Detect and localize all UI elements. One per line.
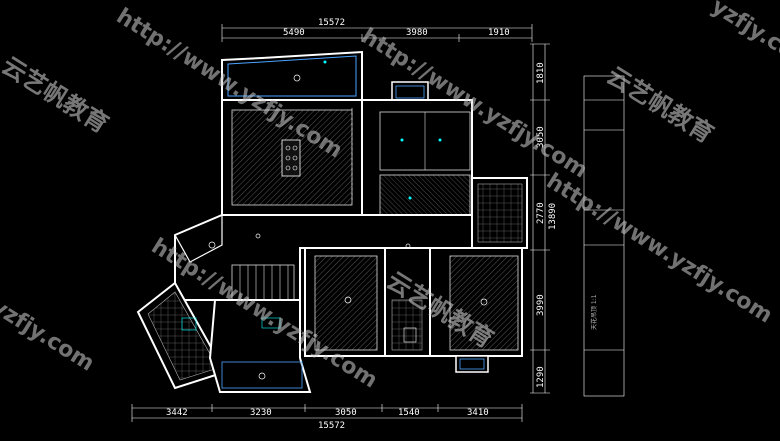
watermark-brand-2: 云艺帆教育 xyxy=(602,61,719,148)
right-dim-1: 1810 xyxy=(536,62,546,84)
right-total-dim: 13890 xyxy=(548,203,558,230)
top-dim-3: 1910 xyxy=(488,28,510,38)
bottom-dim-3: 3050 xyxy=(335,408,357,418)
right-dim-4: 3990 xyxy=(536,294,546,316)
bottom-dimension-group xyxy=(131,404,523,422)
bottom-dim-4: 1540 xyxy=(398,408,420,418)
top-dim-1: 5490 xyxy=(283,28,305,38)
watermark-url-6: yzfjy.com xyxy=(0,294,98,377)
side-legend-box xyxy=(583,75,625,397)
right-dim-3: 2770 xyxy=(536,202,546,224)
room-living-top xyxy=(221,50,363,101)
room-bottom xyxy=(208,299,312,393)
watermark-url-4: http://www.yzfjy.com xyxy=(542,169,777,329)
staircase xyxy=(231,264,295,306)
balcony-right xyxy=(455,355,489,373)
watermark-url-5: yzfjy.com xyxy=(707,0,780,77)
top-total-dim: 15572 xyxy=(318,18,345,28)
bottom-total-dim: 15572 xyxy=(318,421,345,431)
side-legend-text: 天花吊顶 1:1 xyxy=(590,294,598,330)
right-dim-5: 1290 xyxy=(536,366,546,388)
bottom-dim-2: 3230 xyxy=(250,408,272,418)
bottom-dim-1: 3442 xyxy=(166,408,188,418)
bottom-dim-5: 3410 xyxy=(467,408,489,418)
balcony-top-left xyxy=(174,214,223,263)
right-dim-2: 3050 xyxy=(536,126,546,148)
floor-plan xyxy=(136,50,528,393)
watermark-brand-1: 云艺帆教育 xyxy=(0,51,113,138)
top-dim-2: 3980 xyxy=(406,28,428,38)
right-dimension-group xyxy=(530,43,550,394)
top-dimension-group xyxy=(221,24,533,42)
